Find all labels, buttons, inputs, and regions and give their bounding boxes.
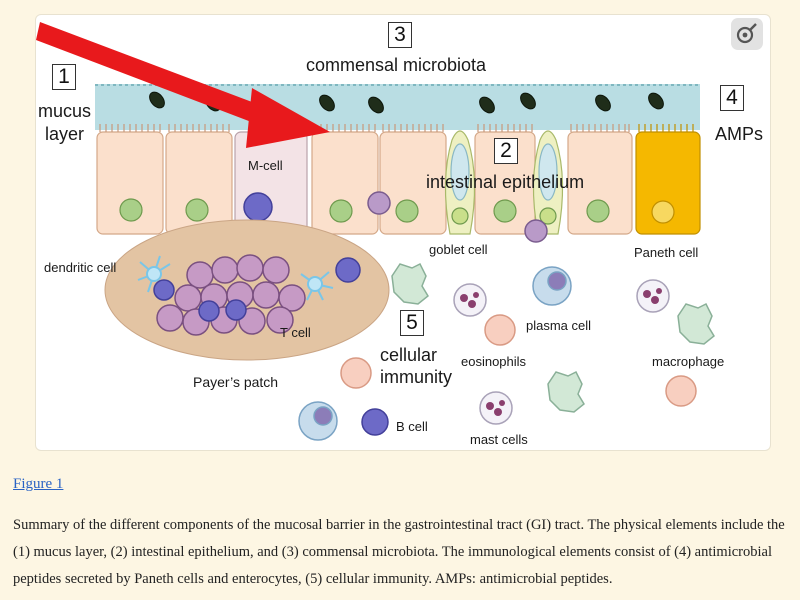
label-mucus-layer: mucus layer: [38, 101, 92, 144]
label-m-cell: M-cell: [248, 158, 283, 173]
label-number-3: 3: [388, 22, 412, 48]
m-cell-nucleus: [243, 192, 273, 222]
goblet-lymphocyte: [524, 219, 548, 243]
neutrophil-nuclei: [460, 288, 662, 416]
figure-caption: Summary of the different components of t…: [13, 517, 785, 587]
label-intestinal-epithelium: intestinal epithelium: [426, 172, 585, 192]
zoom-button[interactable]: [731, 18, 763, 50]
label-t-cell: T cell: [280, 325, 311, 340]
figure-1-link[interactable]: Figure 1: [13, 476, 64, 492]
goblet-cells: [444, 130, 564, 235]
label-cellular-immunity: cellular immunity: [380, 345, 453, 387]
label-commensal-microbiota: commensal microbiota: [306, 55, 487, 75]
dendritic-cells: [137, 255, 334, 301]
b-cells-in-patch: [153, 257, 361, 322]
red-arrow-icon: [36, 22, 330, 148]
label-plasma-cell: plasma cell: [526, 318, 592, 333]
label-number-5: 5: [400, 310, 424, 336]
migrating-cell: [367, 191, 391, 215]
microvilli: [99, 124, 694, 132]
label-macrophage: macrophage: [652, 354, 725, 369]
label-number-1: 1: [52, 64, 76, 90]
label-paneth-cell: Paneth cell: [634, 245, 699, 260]
label-mast-cells: mast cells: [470, 432, 528, 447]
label-goblet-cell: goblet cell: [429, 242, 488, 257]
eosinophils: [340, 314, 697, 407]
plasma-cells: [298, 266, 572, 441]
label-payers-patch: Payer’s patch: [193, 374, 279, 390]
label-number-2: 2: [494, 138, 518, 164]
macrophages: [391, 262, 715, 413]
label-amps: AMPs: [715, 124, 764, 144]
label-dendritic-cell: dendritic cell: [44, 260, 117, 275]
neutrophils: [453, 279, 670, 425]
t-cells: [156, 254, 306, 336]
nuclei: [119, 198, 675, 225]
zoom-in-icon: [736, 23, 757, 44]
b-cell: [361, 408, 389, 436]
label-number-4: 4: [720, 85, 744, 111]
label-b-cell: B cell: [396, 419, 428, 434]
label-eosinophils: eosinophils: [461, 354, 527, 369]
